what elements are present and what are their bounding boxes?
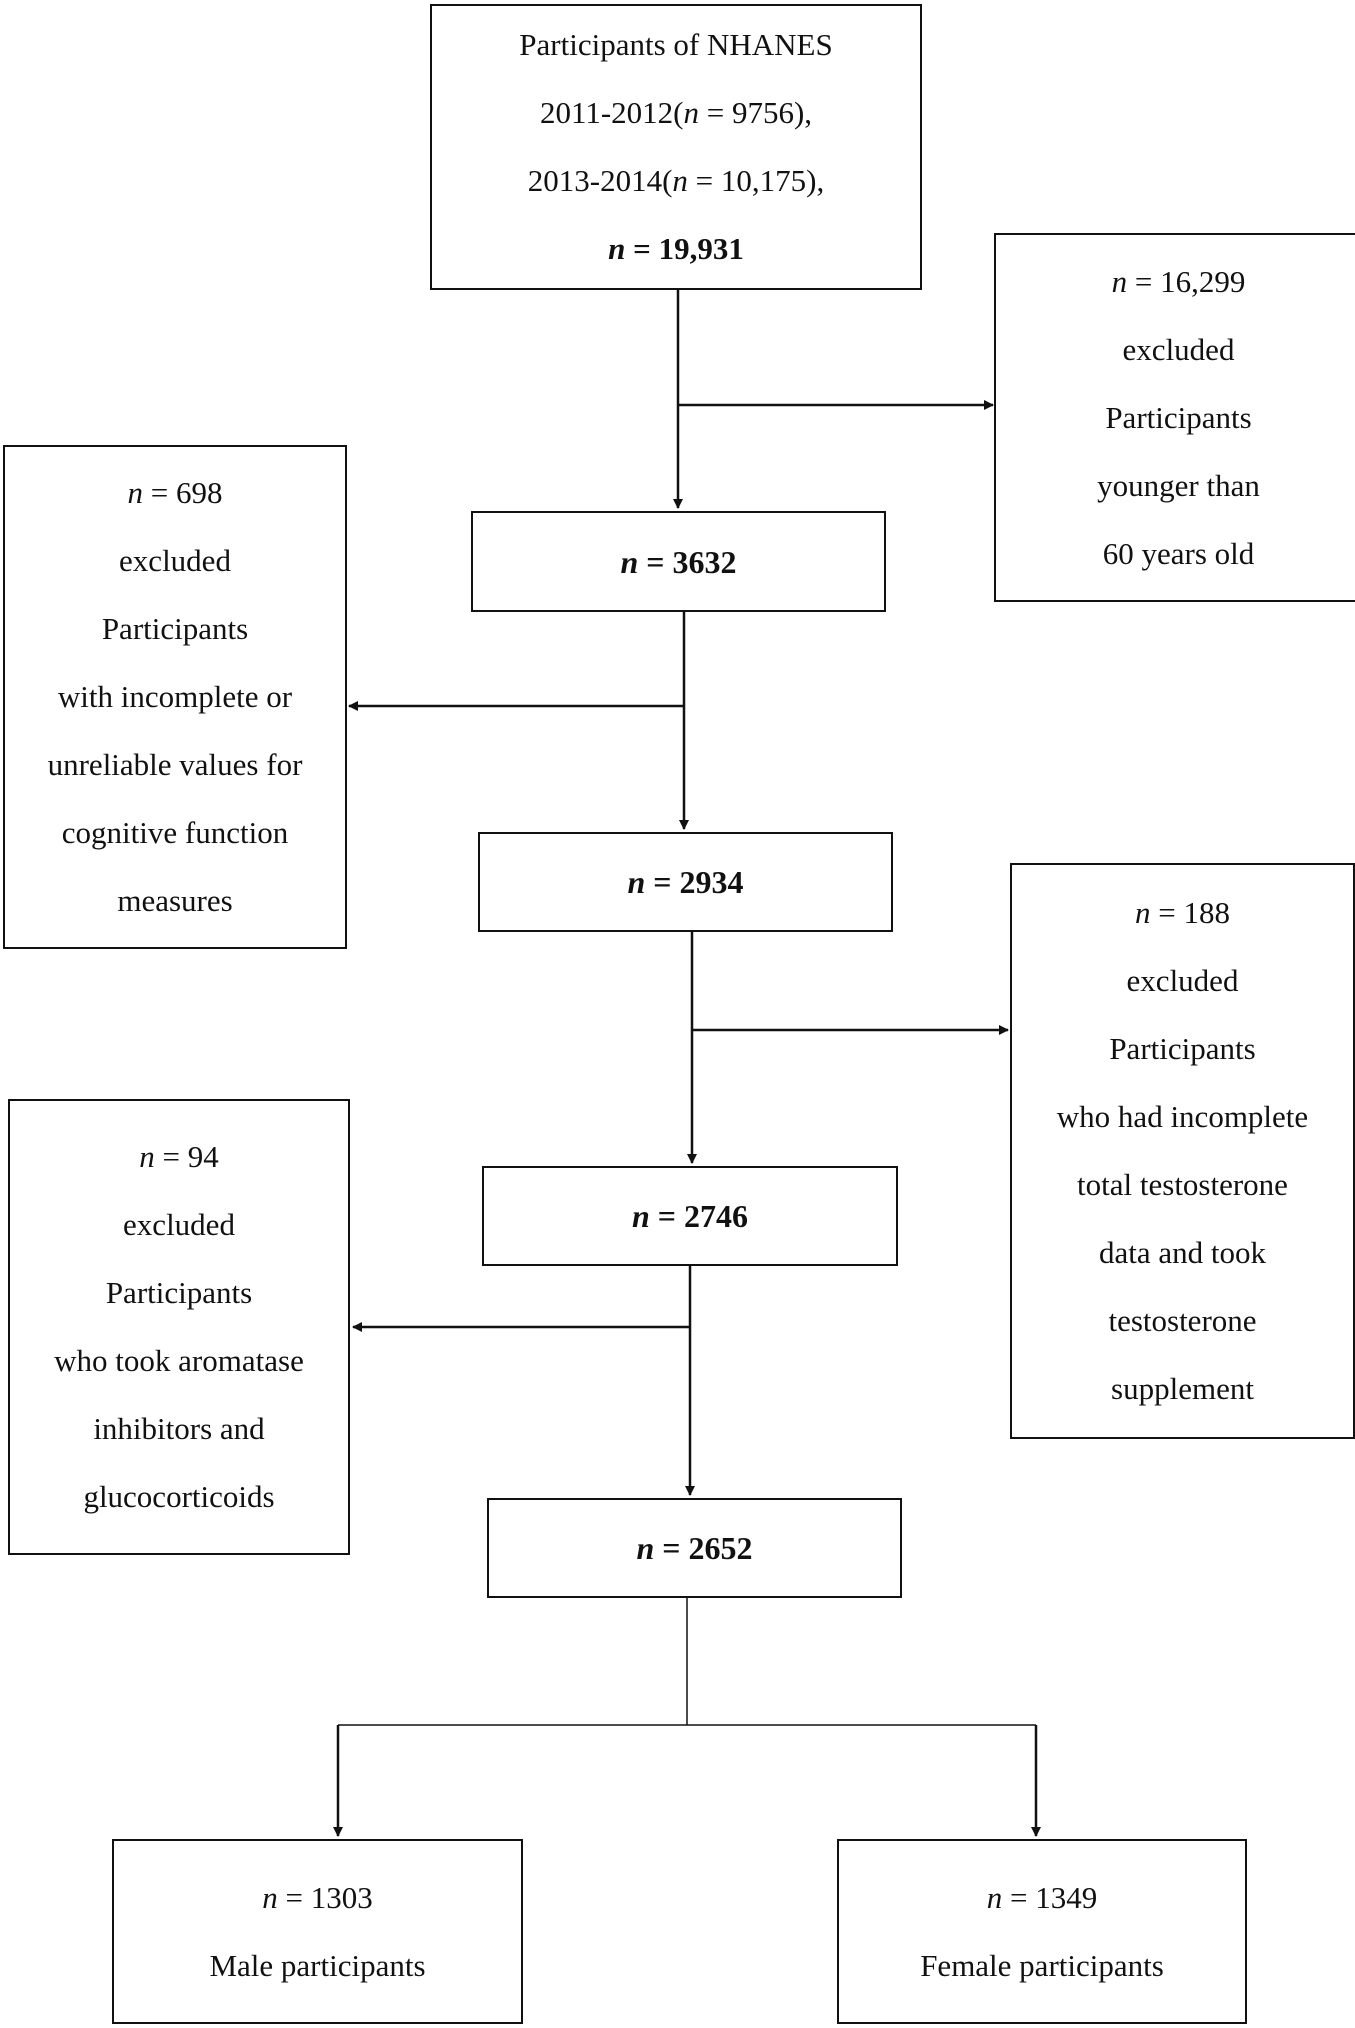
excluded-cognitive-line-2: excluded [119,543,231,578]
excluded-drugs-box: n = 94 excluded Participants who took ar… [8,1099,350,1555]
step4-box: n = 2652 [487,1498,902,1598]
excluded-cognitive-line-3: Participants [101,611,249,646]
excluded-testosterone-line-8: supplement [1111,1371,1254,1406]
step1-count: n = 3632 [620,543,737,580]
excluded-drugs-count: n = 94 [139,1139,219,1174]
excluded-age-line-4: younger than [1097,467,1260,503]
male-count: n = 1303 [262,1879,373,1915]
excluded-testosterone-box: n = 188 excluded Participants who had in… [1010,863,1355,1439]
excluded-testosterone-line-4: who had incomplete [1056,1099,1309,1134]
female-count: n = 1349 [986,1879,1098,1915]
excluded-drugs-line-4: who took aromatase [54,1343,304,1378]
excluded-cognitive-line-7: measures [117,883,233,918]
excluded-testosterone-line-6: data and took [1098,1235,1266,1270]
excluded-drugs-line-3: Participants [105,1275,253,1310]
step2-count: n = 2934 [627,864,744,900]
excluded-drugs-line-6: glucocorticoids [83,1479,275,1514]
step3-box: n = 2746 [482,1166,898,1266]
excluded-age-box: n = 16,299 excluded Participants younger… [994,233,1355,602]
excluded-age-line-3: Participants [1105,399,1252,435]
excluded-cognitive-line-6: cognitive function [61,815,289,850]
male-label: Male participants [209,1947,426,1983]
start-line-2: 2011-2012(n = 9756), [539,95,813,130]
excluded-cognitive-box: n = 698 excluded Participants with incom… [3,445,347,949]
step3-count: n = 2746 [631,1198,749,1234]
excluded-cognitive-line-4: with incomplete or [57,679,293,714]
excluded-cognitive-line-5: unreliable values for [47,747,303,782]
excluded-drugs-line-5: inhibitors and [93,1411,265,1446]
excluded-drugs-line-2: excluded [123,1207,235,1242]
step1-box: n = 3632 [471,511,886,612]
female-box: n = 1349 Female participants [837,1839,1247,2024]
male-box: n = 1303 Male participants [112,1839,523,2024]
excluded-age-count: n = 16,299 [1111,263,1246,299]
step2-box: n = 2934 [478,832,893,932]
excluded-age-line-5: 60 years old [1102,535,1255,571]
start-line-1: Participants of NHANES [519,27,833,62]
excluded-age-line-2: excluded [1122,331,1235,367]
excluded-cognitive-count: n = 698 [127,475,223,510]
start-total: n = 19,931 [608,231,744,266]
excluded-testosterone-line-3: Participants [1109,1031,1256,1066]
excluded-testosterone-line-5: total testosterone [1077,1167,1288,1202]
excluded-testosterone-line-7: testosterone [1108,1303,1257,1338]
start-box: Participants of NHANES 2011-2012(n = 975… [430,4,922,290]
start-line-3: 2013-2014(n = 10,175), [527,163,825,198]
excluded-testosterone-count: n = 188 [1135,895,1230,930]
excluded-testosterone-line-2: excluded [1126,963,1239,998]
step4-count: n = 2652 [636,1530,753,1566]
female-label: Female participants [920,1947,1164,1983]
